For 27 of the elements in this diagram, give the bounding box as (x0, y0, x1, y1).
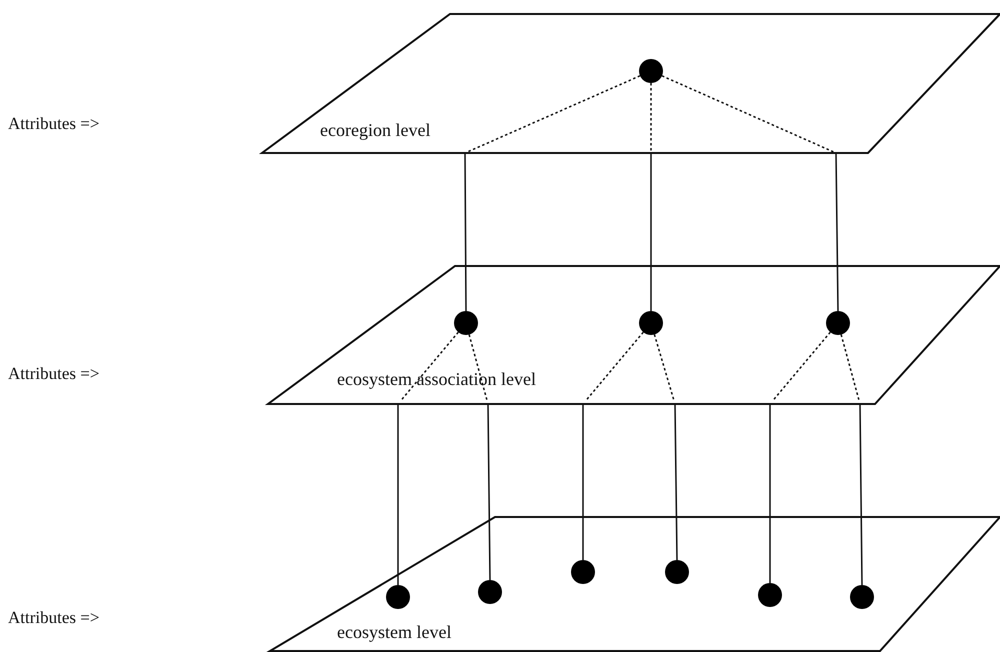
node-dot (758, 583, 782, 607)
node-dot (571, 560, 595, 584)
connector-line (582, 332, 644, 560)
connector-line (397, 332, 459, 585)
connector-line (468, 334, 491, 580)
node-dot (639, 59, 663, 83)
attributes-label: Attributes => (8, 608, 100, 628)
connector-line (654, 334, 678, 560)
node-dot (478, 580, 502, 604)
connector-line (464, 75, 640, 311)
node-dot (665, 560, 689, 584)
node-dot (639, 311, 663, 335)
level-plane (268, 266, 1000, 404)
attributes-label: Attributes => (8, 114, 100, 134)
attributes-label: Attributes => (8, 364, 100, 384)
node-dot (826, 311, 850, 335)
level-label: ecoregion level (320, 120, 430, 141)
level-plane (262, 14, 1000, 153)
connector-line (769, 332, 831, 583)
level-label: ecosystem level (337, 622, 452, 643)
connector-line (650, 83, 652, 311)
node-dot (454, 311, 478, 335)
level-label: ecosystem association level (337, 369, 536, 390)
node-dot (850, 585, 874, 609)
node-dot (386, 585, 410, 609)
connector-line (840, 334, 863, 585)
connector-line (662, 75, 839, 311)
